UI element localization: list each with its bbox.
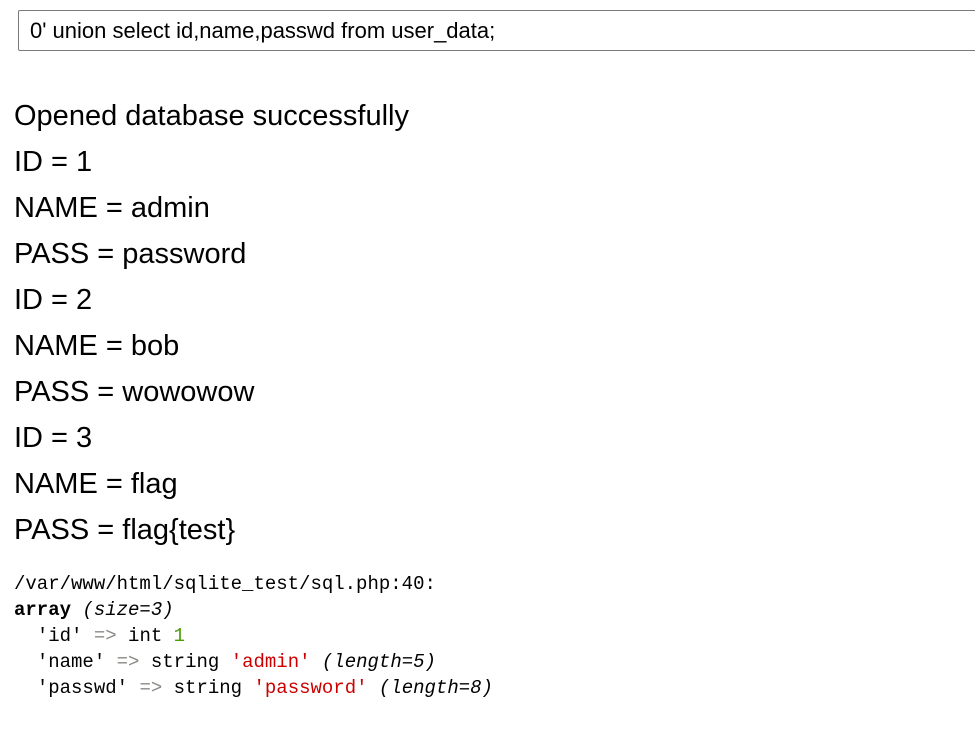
result-line: NAME = admin [14, 192, 210, 224]
dump-value: 'password' [253, 677, 368, 699]
dump-arrow: => [116, 651, 140, 673]
dump-type: int [128, 625, 163, 647]
query-input[interactable] [18, 10, 975, 51]
dump-entry: 'passwd' => string 'password' (length=8) [14, 675, 493, 701]
dump-header: array (size=3) [14, 597, 493, 623]
dump-key: 'id' [36, 625, 83, 647]
dump-entry: 'name' => string 'admin' (length=5) [14, 649, 493, 675]
result-line: PASS = password [14, 238, 247, 270]
result-line: ID = 1 [14, 146, 93, 178]
query-results: Opened database successfully ID = 1 NAME… [14, 93, 409, 553]
dump-type: string [173, 677, 243, 699]
result-line: NAME = bob [14, 330, 180, 362]
dump-length-note: (length=5) [321, 651, 436, 673]
dump-value: 'admin' [230, 651, 311, 673]
result-line: ID = 2 [14, 284, 93, 316]
result-line: PASS = flag{test} [14, 514, 236, 546]
status-message: Opened database successfully [14, 100, 409, 132]
dump-arrow: => [93, 625, 117, 647]
dump-type-keyword: array [14, 599, 72, 621]
dump-size-note: (size=3) [82, 599, 174, 621]
dump-type: string [150, 651, 220, 673]
dump-value: 1 [173, 625, 186, 647]
result-line: ID = 3 [14, 422, 93, 454]
dump-location: /var/www/html/sqlite_test/sql.php:40: [14, 573, 436, 595]
dump-key: 'passwd' [36, 677, 129, 699]
result-line: NAME = flag [14, 468, 178, 500]
result-line: PASS = wowowow [14, 376, 255, 408]
dump-arrow: => [139, 677, 163, 699]
var-dump-output: /var/www/html/sqlite_test/sql.php:40:arr… [14, 571, 493, 701]
dump-key: 'name' [36, 651, 106, 673]
dump-length-note: (length=8) [378, 677, 493, 699]
dump-entry: 'id' => int 1 [14, 623, 493, 649]
